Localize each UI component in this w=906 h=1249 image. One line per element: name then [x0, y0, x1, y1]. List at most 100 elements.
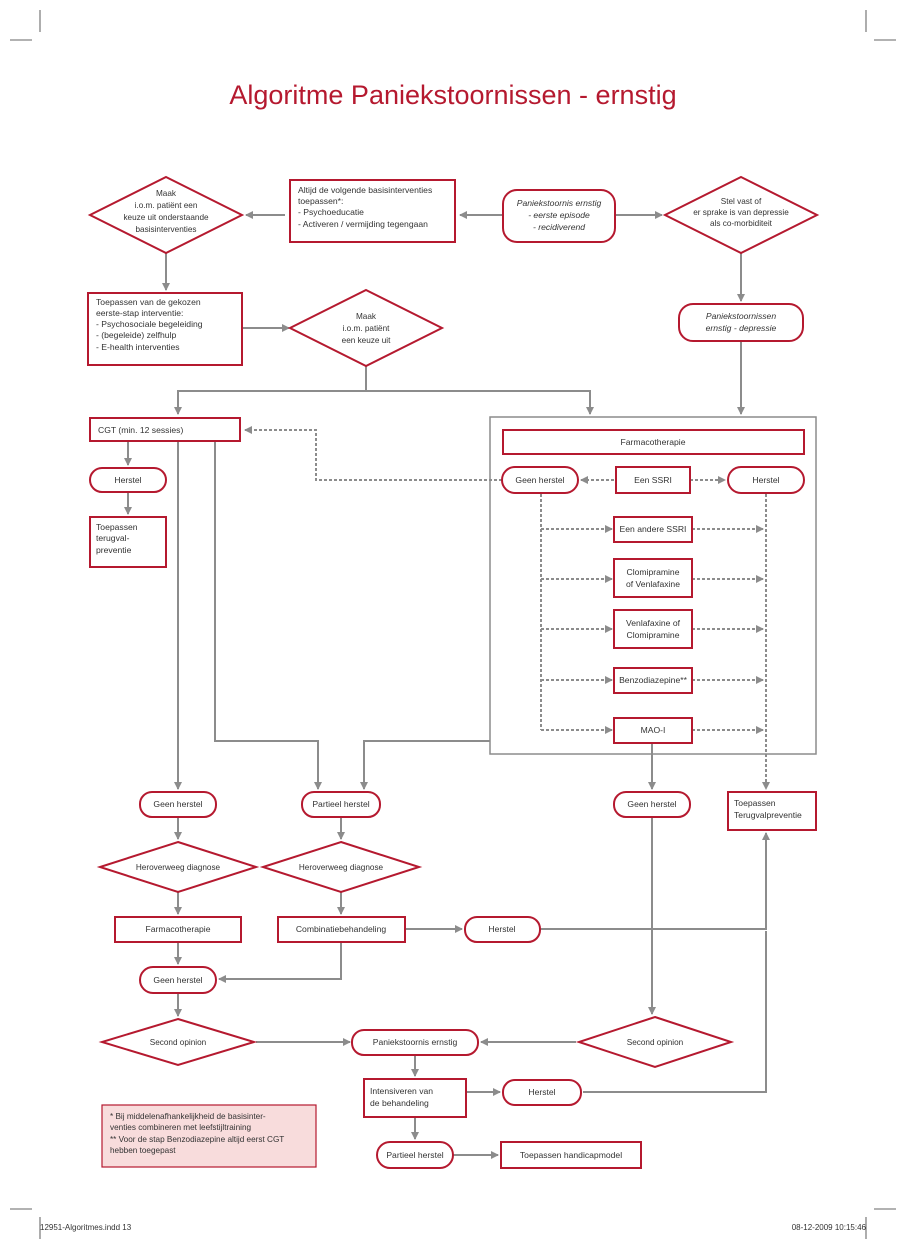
- node-paniek-depressie: Paniekstoornissen ernstig - depressie: [678, 303, 804, 342]
- svg-text:Geen herstel: Geen herstel: [515, 475, 564, 485]
- svg-text:als co-morbiditeit: als co-morbiditeit: [710, 219, 773, 228]
- svg-text:Venlafaxine of: Venlafaxine of: [626, 618, 681, 628]
- svg-text:Geen herstel: Geen herstel: [153, 799, 202, 809]
- svg-text:Een andere SSRI: Een andere SSRI: [620, 524, 687, 534]
- svg-text:Clomipramine: Clomipramine: [626, 567, 679, 577]
- footer-timestamp: 08-12-2009 10:15:46: [792, 1223, 867, 1232]
- node-mao-i: MAO-I: [613, 717, 693, 744]
- svg-text:- Activeren / vermijding tegen: - Activeren / vermijding tegengaan: [298, 219, 428, 229]
- svg-text:- Psychoeducatie: - Psychoeducatie: [298, 207, 364, 217]
- svg-text:hebben toegepast: hebben toegepast: [110, 1146, 176, 1155]
- svg-text:i.o.m. patiënt: i.o.m. patiënt: [343, 324, 391, 333]
- node-clomipramine-venlafaxine: Clomipramine of Venlafaxine: [613, 558, 693, 598]
- svg-text:Heroverweeg diagnose: Heroverweeg diagnose: [299, 863, 384, 872]
- svg-text:* Bij middelenafhankelijkheid: * Bij middelenafhankelijkheid de basisin…: [110, 1112, 266, 1121]
- svg-text:basisinterventies: basisinterventies: [136, 225, 197, 234]
- svg-text:Geen herstel: Geen herstel: [153, 975, 202, 985]
- svg-text:Een SSRI: Een SSRI: [634, 475, 672, 485]
- node-benzodiazepine: Benzodiazepine**: [613, 667, 693, 694]
- svg-text:keuze uit onderstaande: keuze uit onderstaande: [123, 213, 209, 222]
- svg-text:Terugvalpreventie: Terugvalpreventie: [734, 810, 802, 820]
- svg-text:of Venlafaxine: of Venlafaxine: [626, 579, 680, 589]
- svg-text:Toepassen: Toepassen: [734, 798, 776, 808]
- node-farmacotherapie-2: Farmacotherapie: [114, 916, 242, 943]
- svg-text:Benzodiazepine**: Benzodiazepine**: [619, 675, 688, 685]
- svg-text:- Psychosociale begeleiding: - Psychosociale begeleiding: [96, 319, 203, 329]
- svg-text:preventie: preventie: [96, 545, 132, 555]
- svg-text:Toepassen: Toepassen: [96, 522, 138, 532]
- svg-text:een keuze uit: een keuze uit: [342, 336, 391, 345]
- node-farmacotherapie: Farmacotherapie: [502, 429, 805, 455]
- footer-file-info: 12951-Algoritmes.indd 13: [40, 1223, 132, 1232]
- node-cgt: CGT (min. 12 sessies): [89, 417, 241, 442]
- svg-text:Toepassen van de gekozen: Toepassen van de gekozen: [96, 297, 201, 307]
- node-herstel-combinatie: Herstel: [464, 916, 541, 943]
- svg-text:- (begeleide) zelfhulp: - (begeleide) zelfhulp: [96, 330, 176, 340]
- svg-text:Maak: Maak: [356, 312, 377, 321]
- svg-text:Paniekstoornis ernstig: Paniekstoornis ernstig: [517, 198, 602, 208]
- svg-text:eerste-stap interventie:: eerste-stap interventie:: [96, 308, 183, 318]
- node-combinatiebehandeling: Combinatiebehandeling: [277, 916, 406, 943]
- svg-text:er sprake is van depressie: er sprake is van depressie: [693, 208, 789, 217]
- svg-text:Intensiveren van: Intensiveren van: [370, 1086, 433, 1096]
- connectors: [124, 211, 770, 1159]
- node-basisinterventies: Altijd de volgende basisinterventies toe…: [289, 179, 456, 243]
- node-keuze-behandeling: Maak i.o.m. patiënt een keuze uit: [287, 288, 445, 368]
- node-eerste-stap: Toepassen van de gekozen eerste-stap int…: [87, 292, 243, 366]
- node-herstel-cgt: Herstel: [89, 467, 167, 493]
- svg-text:Toepassen handicapmodel: Toepassen handicapmodel: [520, 1150, 622, 1160]
- svg-text:Partieel herstel: Partieel herstel: [386, 1150, 443, 1160]
- svg-text:- recidiverend: - recidiverend: [533, 222, 585, 232]
- svg-text:Stel vast of: Stel vast of: [721, 197, 762, 206]
- crop-marks: [10, 10, 896, 1239]
- node-venlafaxine-clomipramine: Venlafaxine of Clomipramine: [613, 609, 693, 649]
- svg-text:Altijd de volgende basisinterv: Altijd de volgende basisinterventies: [298, 185, 432, 195]
- svg-text:terugval-: terugval-: [96, 533, 130, 543]
- svg-text:Farmacotherapie: Farmacotherapie: [621, 437, 686, 447]
- node-second-opinion-b: Second opinion: [575, 1015, 735, 1069]
- svg-text:i.o.m. patiënt een: i.o.m. patiënt een: [135, 201, 198, 210]
- svg-text:de behandeling: de behandeling: [370, 1098, 429, 1108]
- node-terugvalpreventie-2: Toepassen Terugvalpreventie: [727, 791, 817, 831]
- node-heroverweeg-diagnose-b: Heroverweeg diagnose: [259, 840, 423, 894]
- footnote-box: * Bij middelenafhankelijkheid de basisin…: [101, 1104, 317, 1168]
- node-herstel-intensiveren: Herstel: [502, 1079, 582, 1106]
- node-keuze-basisinterventies: Maak i.o.m. patiënt een keuze uit onders…: [87, 175, 245, 255]
- node-geen-herstel-farma: Geen herstel: [501, 466, 579, 494]
- node-geen-herstel-a: Geen herstel: [139, 791, 217, 818]
- svg-text:Herstel: Herstel: [488, 924, 515, 934]
- svg-text:Second opinion: Second opinion: [627, 1038, 684, 1047]
- svg-text:ernstig - depressie: ernstig - depressie: [706, 323, 777, 333]
- svg-text:Second opinion: Second opinion: [150, 1038, 207, 1047]
- node-second-opinion-a: Second opinion: [98, 1017, 258, 1067]
- svg-text:CGT (min. 12 sessies): CGT (min. 12 sessies): [98, 425, 183, 435]
- node-partieel-herstel-a: Partieel herstel: [301, 791, 381, 818]
- svg-text:Geen herstel: Geen herstel: [627, 799, 676, 809]
- svg-text:Herstel: Herstel: [114, 475, 141, 485]
- svg-text:toepassen*:: toepassen*:: [298, 196, 343, 206]
- node-een-ssri: Een SSRI: [615, 466, 691, 494]
- svg-text:Clomipramine: Clomipramine: [626, 630, 679, 640]
- svg-text:Combinatiebehandeling: Combinatiebehandeling: [296, 924, 387, 934]
- node-start: Paniekstoornis ernstig - eerste episode …: [502, 189, 616, 243]
- page-title: Algoritme Paniekstoornissen - ernstig: [229, 80, 676, 110]
- svg-text:Paniekstoornissen: Paniekstoornissen: [706, 311, 776, 321]
- svg-text:Herstel: Herstel: [752, 475, 779, 485]
- svg-text:MAO-I: MAO-I: [641, 725, 666, 735]
- node-geen-herstel-b: Geen herstel: [613, 791, 691, 818]
- svg-text:venties combineren met leefsti: venties combineren met leefstijltraining: [110, 1123, 252, 1132]
- svg-text:Herstel: Herstel: [528, 1087, 555, 1097]
- svg-text:Heroverweeg diagnose: Heroverweeg diagnose: [136, 863, 221, 872]
- svg-text:Maak: Maak: [156, 189, 177, 198]
- node-heroverweeg-diagnose-a: Heroverweeg diagnose: [96, 840, 260, 894]
- svg-text:Partieel herstel: Partieel herstel: [312, 799, 369, 809]
- svg-text:Farmacotherapie: Farmacotherapie: [146, 924, 211, 934]
- svg-text:Paniekstoornis ernstig: Paniekstoornis ernstig: [373, 1037, 458, 1047]
- svg-text:- E-health interventies: - E-health interventies: [96, 342, 180, 352]
- svg-text:** Voor de stap Benzodiazepine: ** Voor de stap Benzodiazepine altijd ee…: [110, 1135, 284, 1144]
- node-paniekstoornis-ernstig: Paniekstoornis ernstig: [351, 1029, 479, 1056]
- node-partieel-herstel-b: Partieel herstel: [376, 1141, 454, 1169]
- node-intensiveren: Intensiveren van de behandeling: [363, 1078, 467, 1118]
- node-herstel-farma: Herstel: [727, 466, 805, 494]
